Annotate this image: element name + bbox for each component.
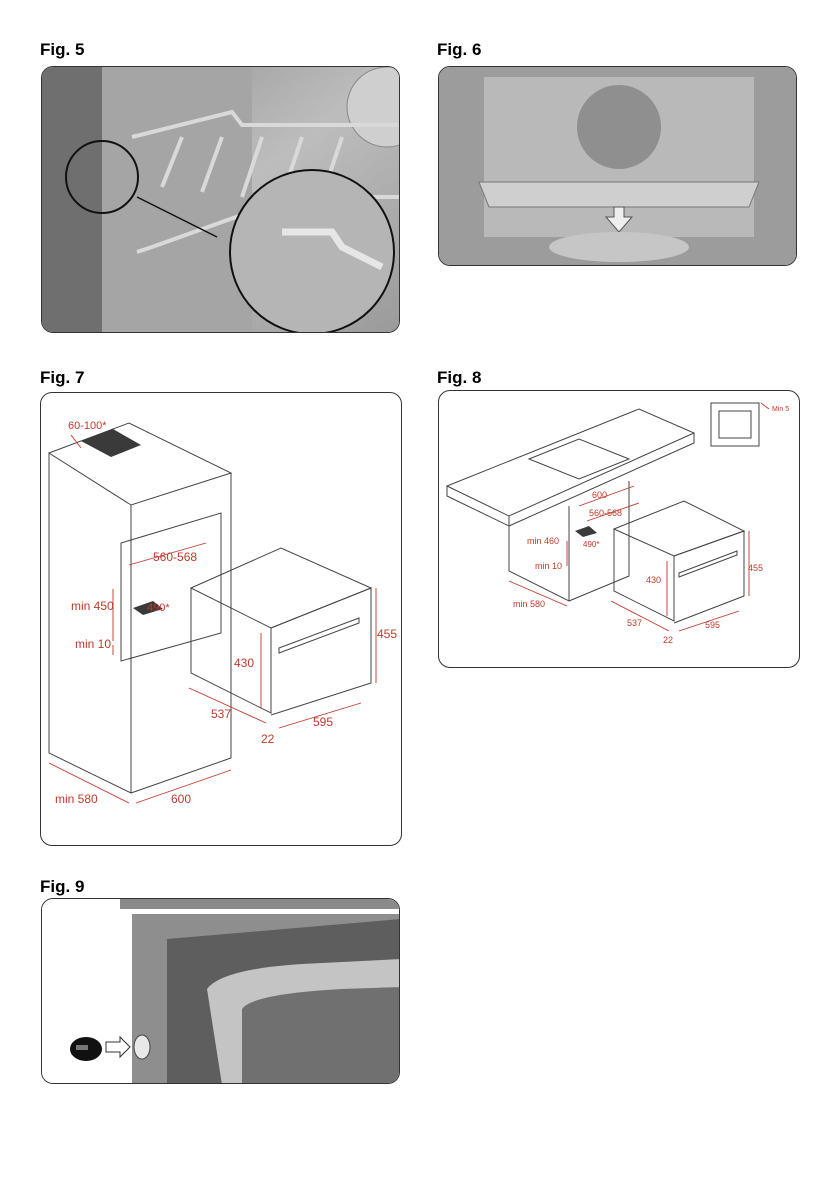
fig8-dim-min-height: min 460 (527, 536, 559, 546)
fig7-dim-vent-depth: 490* (147, 602, 170, 614)
fig7-dim-height: 455 (377, 627, 397, 641)
fig7-dim-depth: 537 (211, 707, 231, 721)
fig7-panel: 60-100* 560-568 min 450 490* min 10 455 … (40, 392, 402, 846)
fig8-title: Fig. 8 (437, 368, 481, 388)
fig7-dim-min-depth: min 580 (55, 792, 98, 806)
fig6-panel (438, 66, 797, 266)
fig6-title: Fig. 6 (437, 40, 481, 60)
fig7-dim-vent: 60-100* (68, 420, 107, 432)
fig6-illustration (439, 67, 797, 266)
fig8-dim-vent-depth: 490* (583, 540, 599, 549)
fig7-diagram: 60-100* 560-568 min 450 490* min 10 455 … (41, 393, 402, 846)
fig7-dim-min-gap: min 10 (75, 637, 111, 651)
fig5-panel (41, 66, 400, 333)
fig7-dim-cabinet-width: 600 (171, 792, 191, 806)
fig8-panel: Min 5 600 560-568 min 460 490* min 10 43… (438, 390, 800, 668)
fig7-dim-front-offset: 22 (261, 732, 275, 746)
fig8-dim-niche-width: 560-568 (589, 508, 622, 518)
fig8-dim-front-offset: 22 (663, 635, 673, 645)
fig8-dim-min-depth: min 580 (513, 599, 545, 609)
fig5-illustration (42, 67, 400, 333)
fig8-dim-depth: 537 (627, 618, 642, 628)
fig8-dim-min-gap: min 10 (535, 561, 562, 571)
fig8-dim-width: 595 (705, 620, 720, 630)
fig7-dim-width: 595 (313, 715, 333, 729)
fig9-title: Fig. 9 (40, 877, 84, 897)
fig5-title: Fig. 5 (40, 40, 84, 60)
fig8-dim-height: 455 (748, 563, 763, 573)
fig9-illustration (42, 899, 400, 1084)
fig7-dim-niche-width: 560-568 (153, 550, 197, 564)
fig9-panel (41, 898, 400, 1084)
fig8-diagram: Min 5 600 560-568 min 460 490* min 10 43… (439, 391, 800, 668)
fig7-dim-min-height: min 450 (71, 599, 114, 613)
fig7-title: Fig. 7 (40, 368, 84, 388)
fig8-dim-cabinet-width: 600 (592, 490, 607, 500)
fig8-dim-min-5: Min 5 (772, 406, 789, 413)
fig8-dim-front-height: 430 (646, 575, 661, 585)
fig7-dim-front-height: 430 (234, 656, 254, 670)
